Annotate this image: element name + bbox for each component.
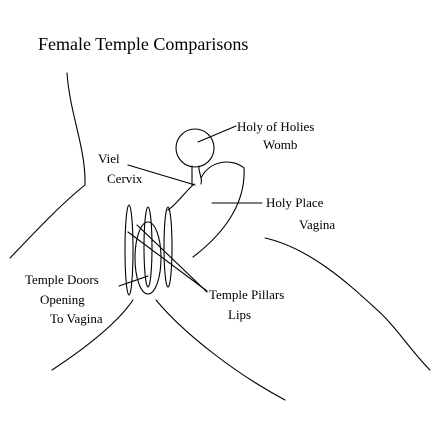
right-shoulder-curve [264, 237, 431, 371]
left-thigh-curve [51, 299, 134, 371]
left-pillar [124, 204, 134, 296]
doors-leader [118, 275, 149, 287]
diagram-title: Female Temple Comparisons [38, 34, 249, 54]
label-temple-pillars: Temple Pillars [209, 287, 285, 302]
vagina-canal-left [167, 183, 195, 211]
label-opening: Opening [40, 292, 85, 307]
center-pillar [143, 206, 153, 288]
label-vagina: Vagina [299, 217, 336, 232]
pillars-leader-2 [136, 224, 208, 293]
right-thigh-curve [155, 299, 286, 401]
right-pillar [163, 206, 173, 288]
womb-circle [175, 128, 215, 168]
label-cervix: Cervix [107, 171, 143, 186]
label-to-vagina: To Vagina [50, 311, 103, 326]
label-holy-place: Holy Place [266, 195, 324, 210]
vagina-canal-right [192, 161, 245, 258]
label-holy-of-holies: Holy of Holies [237, 119, 315, 134]
label-temple-doors: Temple Doors [25, 272, 99, 287]
pillars-leader-1 [127, 231, 208, 292]
temple-doors-oval [134, 221, 162, 295]
label-lips: Lips [228, 307, 252, 322]
viel-leader [127, 164, 196, 186]
label-viel: Viel [98, 151, 120, 166]
holy-of-holies-leader [197, 125, 237, 143]
label-womb: Womb [263, 137, 298, 152]
womb-neck-right [198, 165, 202, 185]
left-torso-curve [9, 72, 86, 259]
